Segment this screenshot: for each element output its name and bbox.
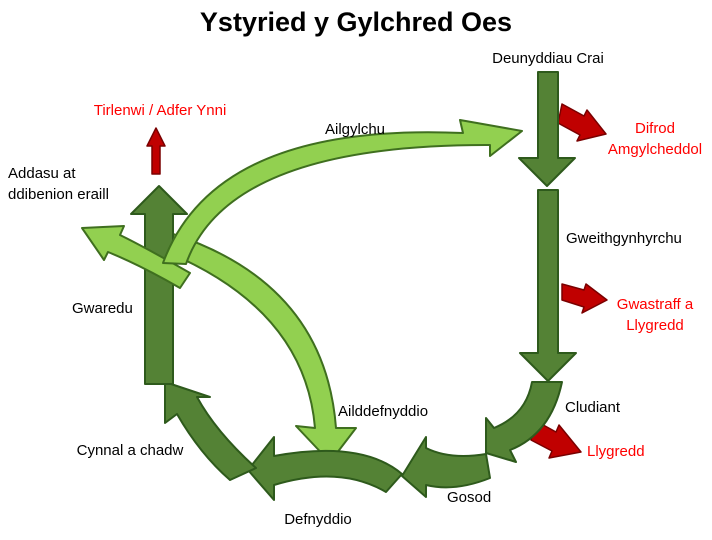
diagram-title: Ystyried y Gylchred Oes: [200, 7, 512, 37]
label-environmental-damage-line2: Amgylcheddol: [608, 141, 702, 158]
label-reuse: Ailddefnyddio: [338, 403, 428, 420]
label-recycling: Ailgylchu: [325, 121, 385, 138]
raw-materials-arrow: [518, 71, 576, 187]
label-installation: Gosod: [447, 489, 491, 506]
label-manufacturing: Gweithgynhyrchu: [566, 230, 682, 247]
label-repurpose-line2: ddibenion eraill: [8, 186, 109, 203]
waste-pollution-arrow: [561, 283, 608, 314]
installation-arrow: [401, 436, 491, 498]
repurpose-arrow: [81, 225, 191, 289]
recycling-arrow: [162, 119, 523, 265]
label-use: Defnyddio: [284, 511, 352, 528]
label-maintenance: Cynnal a chadw: [77, 442, 184, 459]
pollution-arrow: [530, 420, 582, 459]
transport-arrow: [485, 381, 563, 463]
maintenance-arrow: [164, 381, 257, 481]
label-repurpose-line1: Addasu at: [8, 165, 76, 182]
label-transport: Cludiant: [565, 399, 621, 416]
environmental-damage-arrow: [557, 103, 607, 142]
label-landfill-energy: Tirlenwi / Adfer Ynni: [94, 102, 227, 119]
label-waste-pollution-line1: Gwastraff a: [617, 296, 694, 313]
label-pollution: Llygredd: [587, 443, 645, 460]
disposal-arrow: [130, 185, 188, 385]
landfill-energy-arrow: [146, 127, 166, 175]
label-environmental-damage-line1: Difrod: [635, 120, 675, 137]
label-disposal: Gwaredu: [72, 300, 133, 317]
manufacturing-arrow: [519, 189, 577, 382]
label-raw-materials: Deunyddiau Crai: [492, 50, 604, 67]
label-waste-pollution-line2: Llygredd: [626, 317, 684, 334]
